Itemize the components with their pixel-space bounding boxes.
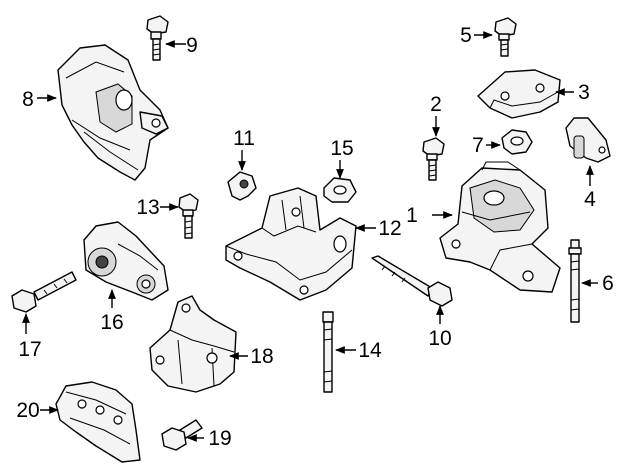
callout-2: 2 xyxy=(430,93,442,116)
part-stud-14 xyxy=(322,311,334,393)
part-clip-11 xyxy=(227,171,257,201)
callout-16: 16 xyxy=(100,311,123,334)
part-bracket-3 xyxy=(477,69,561,119)
callout-5: 5 xyxy=(460,24,472,47)
callout-17: 17 xyxy=(18,338,41,361)
callout-1: 1 xyxy=(406,204,418,227)
part-bolt-9 xyxy=(146,15,169,61)
callout-13: 13 xyxy=(136,196,159,219)
part-nut-15 xyxy=(323,177,357,203)
callout-9: 9 xyxy=(186,34,198,57)
callout-7: 7 xyxy=(472,134,484,157)
part-bolt-5 xyxy=(494,17,517,57)
part-bolt-19 xyxy=(161,419,203,451)
part-bolt-10 xyxy=(371,255,453,307)
part-stud-6 xyxy=(568,239,582,323)
callout-20: 20 xyxy=(16,399,39,422)
part-torque-rod xyxy=(83,221,169,301)
part-pad-4 xyxy=(565,117,611,163)
part-bracket-12 xyxy=(225,187,357,301)
callout-18: 18 xyxy=(250,345,273,368)
callout-labels: 1 2 3 4 5 6 7 8 9 10 11 12 13 14 15 16 1… xyxy=(16,24,614,450)
callout-8: 8 xyxy=(22,88,34,111)
part-bracket-18 xyxy=(149,295,237,393)
callout-4: 4 xyxy=(584,188,596,211)
callout-11: 11 xyxy=(233,127,255,150)
part-heat-shield xyxy=(55,381,141,463)
part-bolt-2 xyxy=(422,137,445,181)
leader-lines xyxy=(22,31,598,442)
callout-6: 6 xyxy=(602,272,614,295)
callout-14: 14 xyxy=(358,339,382,362)
callout-15: 15 xyxy=(330,137,353,160)
callout-3: 3 xyxy=(578,81,590,104)
part-bolt-13 xyxy=(178,193,199,239)
callout-10: 10 xyxy=(428,327,451,350)
callout-12: 12 xyxy=(378,217,401,240)
part-transmission-mount xyxy=(57,44,169,181)
part-bolt-17 xyxy=(11,271,77,313)
part-nut-7 xyxy=(501,129,533,155)
part-engine-mount xyxy=(439,161,561,293)
callout-19: 19 xyxy=(208,427,231,450)
